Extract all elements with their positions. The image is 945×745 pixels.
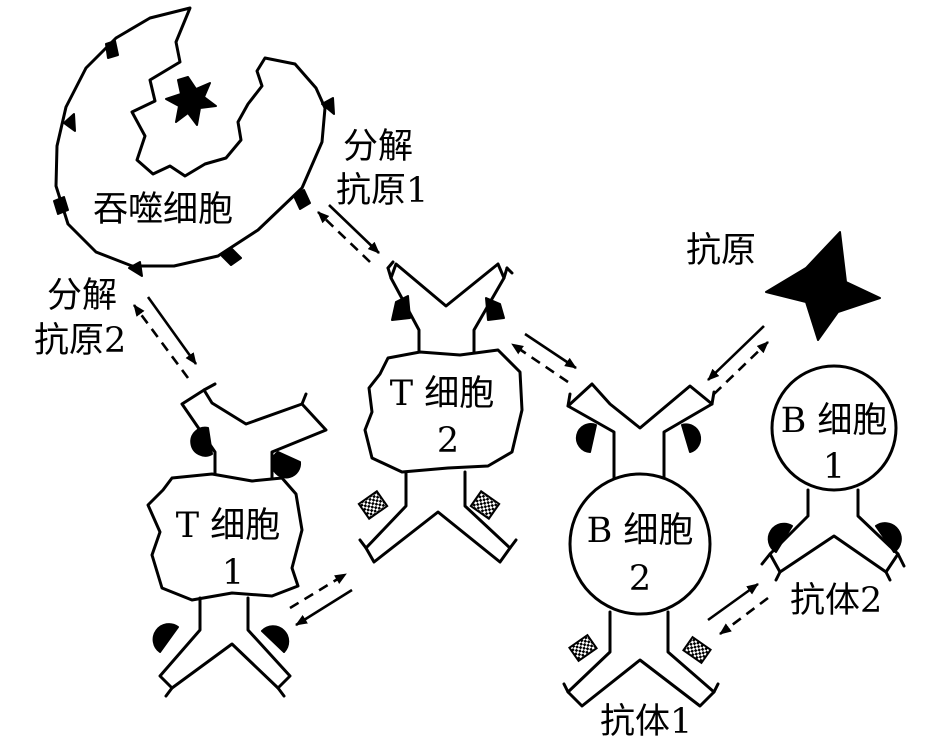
decompose-label-2: 分解 — [47, 276, 117, 316]
antigen-mhc-complex — [391, 295, 411, 321]
t-cell-1-number: 1 — [222, 553, 244, 593]
t-cell-1-name: T 细胞 — [176, 506, 280, 546]
b-cell-1-number: 1 — [823, 447, 845, 487]
antigen-mhc-complex — [485, 297, 505, 321]
t-cell-2-bottom-receptor — [357, 470, 518, 564]
b-cell-1: B 细胞 1 — [760, 364, 906, 582]
arrow-presentation — [132, 304, 190, 379]
receptor-binding-site — [190, 426, 213, 457]
arrow-antigen — [713, 341, 769, 395]
arrow-interaction — [707, 582, 759, 622]
macrophage: 吞噬细胞 — [53, 6, 335, 277]
b-cell-2-number: 2 — [629, 559, 651, 599]
antigen-fragment-icon — [165, 76, 217, 126]
t-cell-1: T 细胞 1 — [146, 382, 328, 698]
antibody-binding-site — [357, 489, 389, 521]
arrow-presentation — [317, 211, 371, 263]
t-cell-2: T 细胞 2 — [357, 260, 524, 564]
antibody-1-label: 抗体1 — [600, 702, 692, 742]
mhc-marker — [63, 113, 76, 132]
arrow-interaction — [295, 588, 353, 627]
t-cell-1-body — [146, 472, 304, 602]
antibody-binding-site — [469, 489, 501, 521]
t-cell-1-top-receptor — [180, 382, 328, 480]
antibody-binding-site — [568, 633, 598, 663]
arrow-interaction — [289, 572, 347, 610]
mhc-marker — [128, 261, 143, 277]
b-cell-1-body — [770, 364, 898, 492]
interaction-arrows — [132, 204, 769, 636]
mhc-marker — [221, 248, 242, 266]
mhc-marker — [293, 189, 311, 210]
b-cell-2-top-receptor — [566, 382, 716, 482]
receptor-binding-site — [681, 423, 702, 453]
antibody-binding-site — [682, 635, 712, 665]
macrophage-membrane — [54, 6, 327, 268]
b-cell-1-name: B 细胞 — [781, 401, 888, 441]
arrow-stimulation — [511, 342, 569, 384]
arrow-presentation — [328, 204, 380, 254]
t-cell-2-top-receptor — [386, 260, 514, 358]
receptor-binding-site — [875, 522, 902, 553]
receptor-binding-site — [261, 625, 290, 653]
t-cell-2-number: 2 — [437, 421, 459, 461]
mhc-marker — [53, 196, 69, 215]
b-cell-2-body — [568, 472, 712, 616]
receptor-binding-site — [152, 623, 179, 653]
antigen-1-label: 抗原1 — [336, 171, 428, 211]
arrow-antigen — [707, 325, 765, 381]
t-cell-2-body — [363, 348, 524, 474]
antibody-2-label: 抗体2 — [790, 581, 882, 621]
antigen-2-label: 抗原2 — [34, 321, 126, 361]
antigen-icon — [765, 231, 881, 341]
t-cell-2-name: T 细胞 — [390, 374, 494, 414]
receptor-binding-site — [575, 423, 597, 453]
decompose-label-1: 分解 — [343, 127, 413, 167]
b-cell-1-receptor — [760, 488, 906, 582]
arrow-stimulation — [524, 332, 577, 370]
macrophage-label: 吞噬细胞 — [93, 190, 233, 230]
mhc-marker — [105, 40, 119, 59]
antibody-1-shape — [562, 610, 720, 708]
antigen-label: 抗原 — [686, 231, 756, 271]
mhc-marker — [321, 97, 335, 115]
arrow-interaction — [719, 596, 769, 636]
b-cell-2: B 细胞 2 — [562, 382, 720, 708]
t-cell-1-bottom-receptor — [152, 596, 292, 698]
receptor-binding-site — [271, 451, 302, 479]
receptor-binding-site — [767, 522, 793, 553]
arrow-presentation — [146, 296, 198, 365]
b-cell-2-name: B 细胞 — [587, 511, 694, 551]
